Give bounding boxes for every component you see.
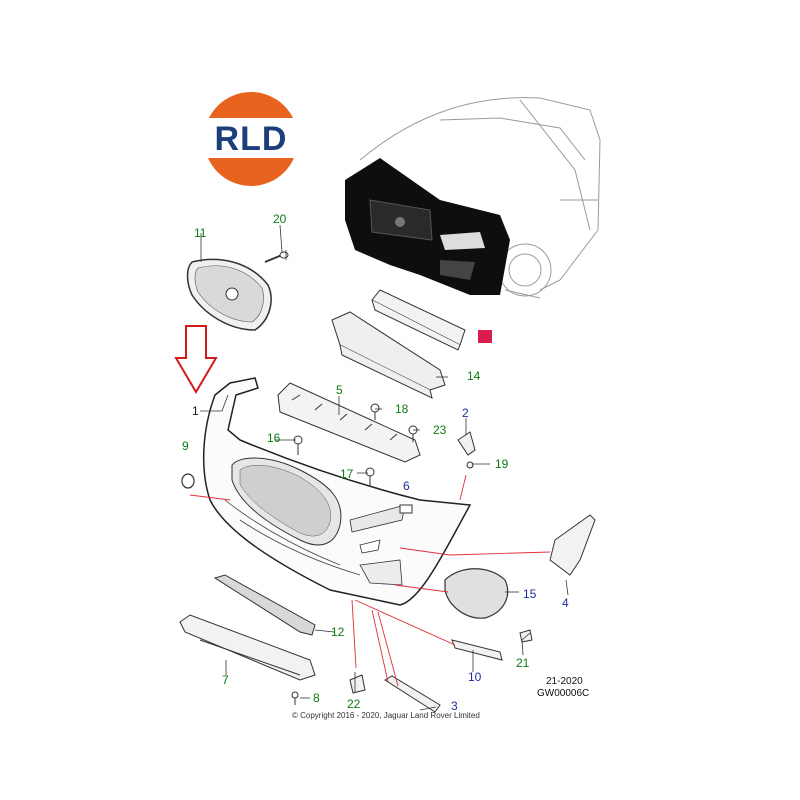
part-undertray-7	[179, 614, 316, 681]
callout-6: 6	[403, 479, 410, 493]
callout-19: 19	[495, 457, 509, 471]
callout-14: 14	[467, 369, 481, 383]
leader-lines	[200, 224, 569, 711]
callout-21: 21	[516, 656, 530, 670]
callout-7: 7	[222, 673, 229, 687]
part-upper-beam-13	[371, 289, 466, 351]
part-bracket-22	[349, 674, 366, 694]
copyright-notice: © Copyright 2016 - 2020, Jaguar Land Rov…	[292, 711, 480, 720]
callout-5: 5	[336, 383, 343, 397]
part-lower-beam-14	[331, 311, 446, 399]
vehicle-front-bumper-highlight	[345, 158, 510, 295]
callout-11: 11	[194, 226, 207, 240]
callout-20: 20	[273, 212, 287, 226]
callout-15: 15	[523, 587, 537, 601]
drawing-date: 21-2020	[546, 676, 583, 687]
callout-8: 8	[313, 691, 320, 705]
part-tow-cover-9	[181, 473, 195, 489]
callout-16: 16	[267, 431, 281, 445]
part-strip-3	[384, 675, 441, 713]
part-grille-11	[186, 258, 272, 331]
callout-4: 4	[562, 596, 569, 610]
part-bracket-2	[457, 431, 476, 469]
callout-1: 1	[192, 404, 199, 418]
logo-text: RLD	[214, 120, 288, 158]
rld-logo	[198, 92, 304, 186]
callout-2: 2	[462, 406, 469, 420]
callout-23: 23	[433, 423, 447, 437]
red-arrow-icon	[174, 325, 218, 394]
callout-3: 3	[451, 699, 458, 713]
callout-10: 10	[468, 670, 482, 684]
part-fog-grille-15	[444, 568, 509, 619]
drawing-code: GW00006C	[537, 688, 590, 699]
part-screw-20	[264, 251, 289, 263]
callout-18: 18	[395, 402, 409, 416]
callout-17: 17	[340, 467, 354, 481]
part-13-highlight	[478, 330, 492, 343]
leader-lines-red	[189, 474, 551, 687]
callout-12: 12	[331, 625, 345, 639]
callout-22: 22	[347, 697, 361, 711]
part-deflector-5	[277, 382, 421, 463]
part-lower-grille-12	[213, 574, 316, 636]
part-clip-6	[399, 504, 413, 514]
part-side-bracket-4	[549, 514, 596, 576]
part-fastener-8	[291, 691, 299, 705]
part-fixings	[293, 403, 418, 486]
vehicle-outline	[359, 97, 601, 299]
callout-9: 9	[182, 439, 189, 453]
